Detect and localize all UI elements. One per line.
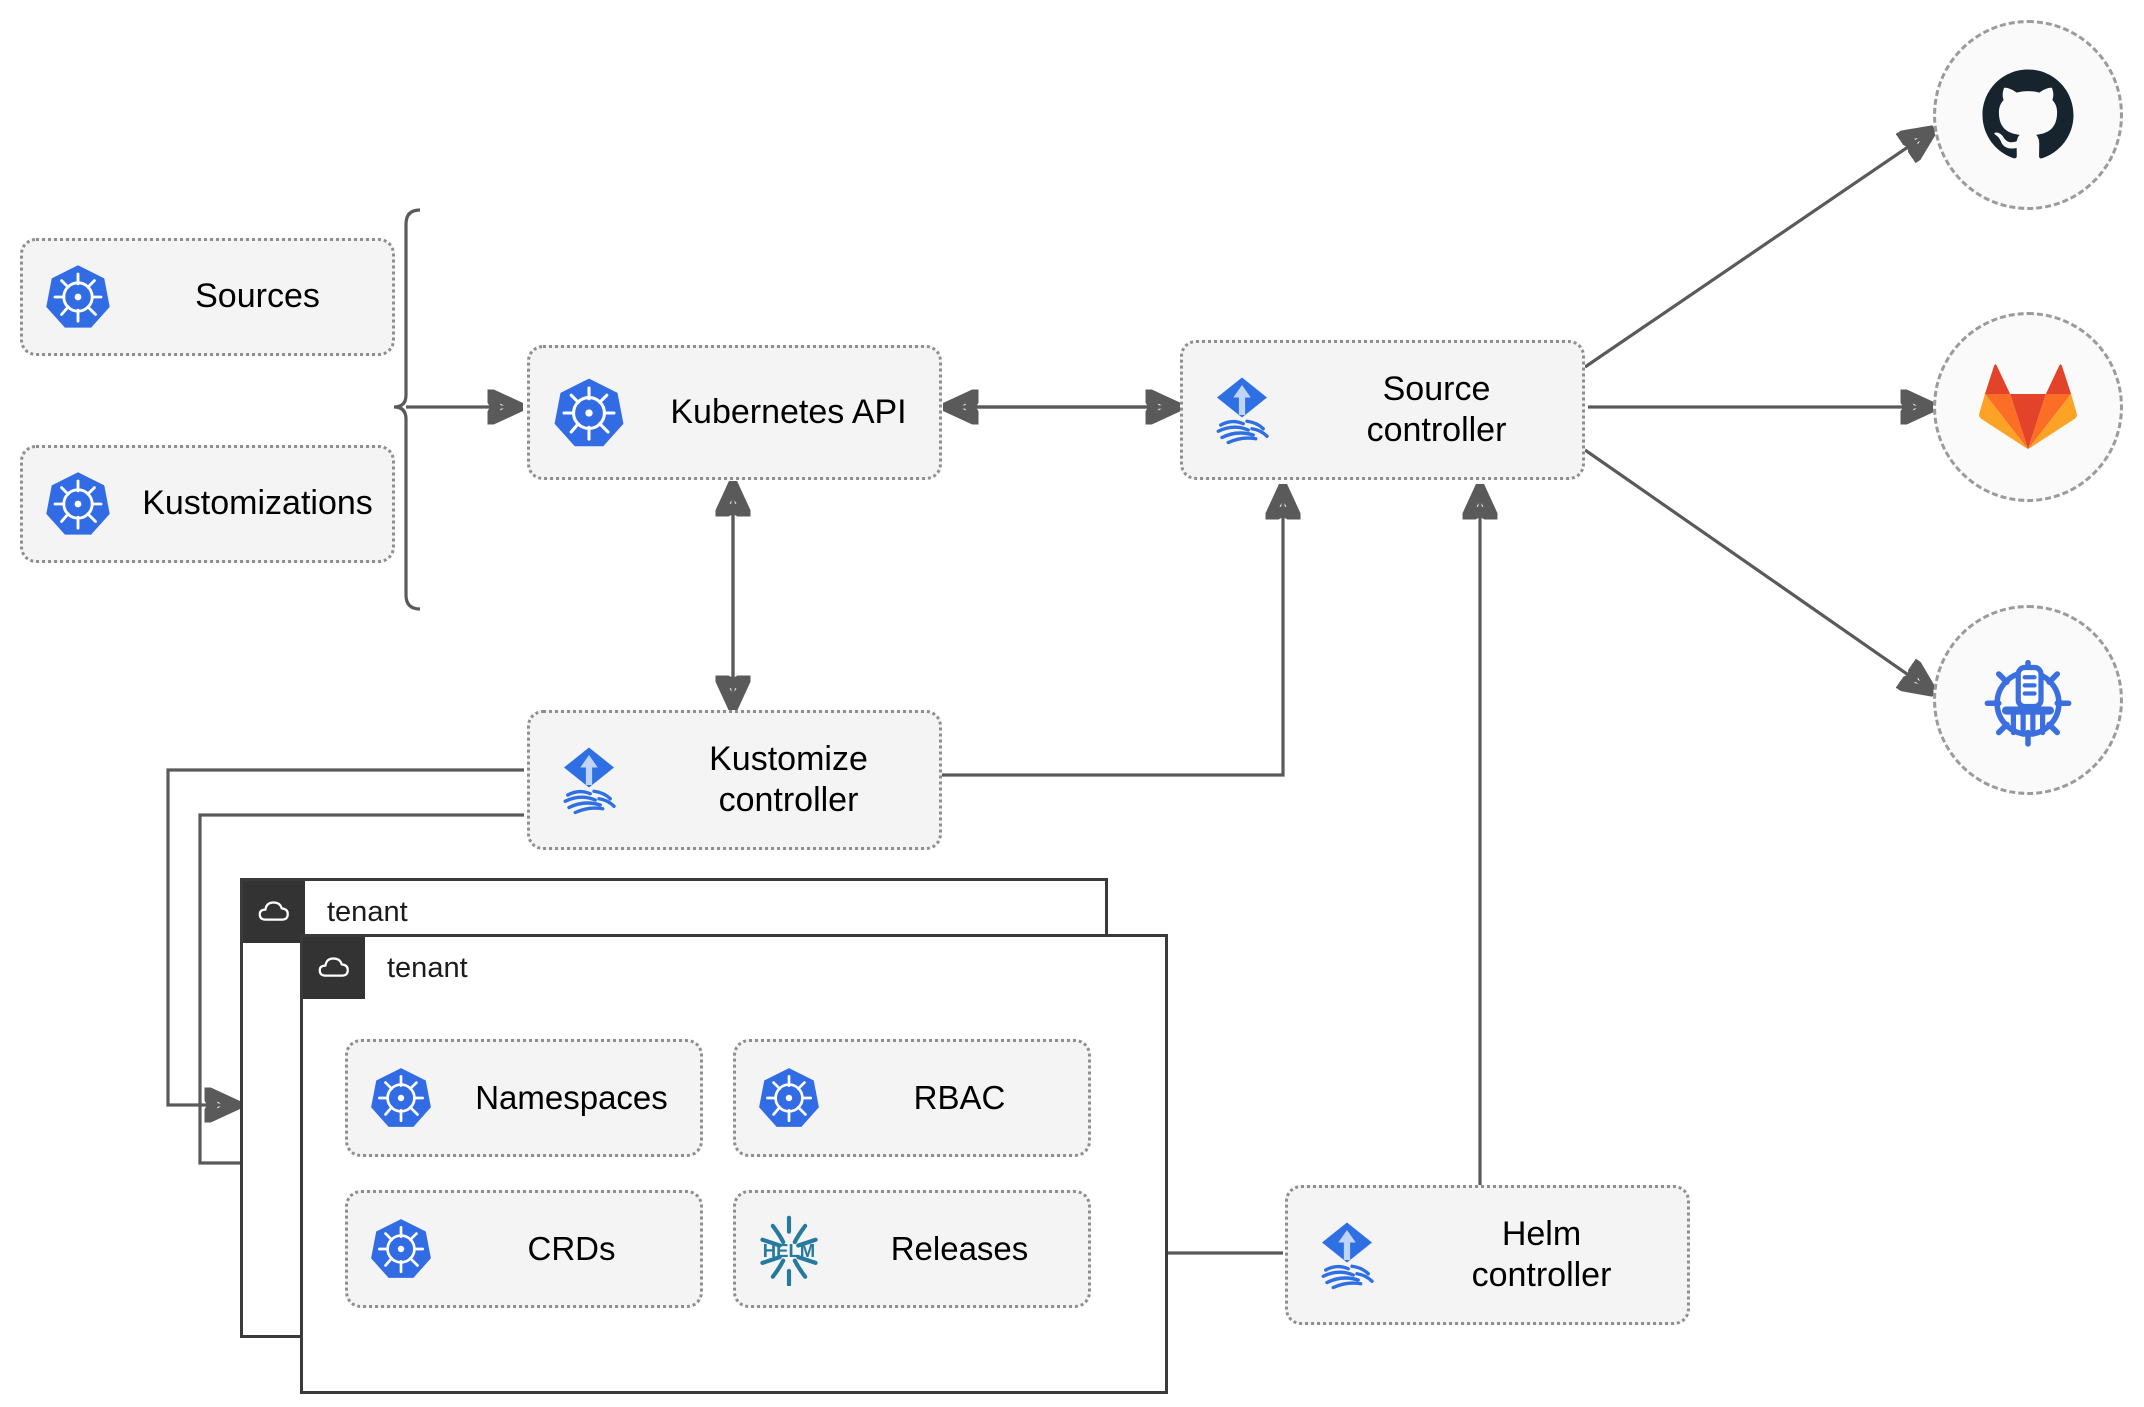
node-kustomize-controller[interactable]: Kustomize controller	[527, 710, 942, 850]
node-label: Helm controller	[1471, 1214, 1612, 1294]
helm-icon: HELM	[736, 1212, 841, 1286]
tenant-resource-releases[interactable]: HELM Releases	[733, 1190, 1091, 1308]
gitlab-icon	[1979, 364, 2077, 450]
flux-icon	[1288, 1215, 1406, 1295]
node-source-controller[interactable]: Source controller	[1180, 340, 1585, 480]
node-kubernetes-api[interactable]: Kubernetes API	[527, 345, 942, 480]
cloud-icon	[303, 937, 365, 999]
node-helm-controller[interactable]: Helm controller	[1285, 1185, 1690, 1325]
kubernetes-icon	[736, 1065, 841, 1131]
flux-icon	[1183, 370, 1301, 450]
tenant-header: tenant	[303, 937, 468, 999]
flux-icon	[530, 740, 648, 820]
tenant-resource-label: RBAC	[913, 1078, 1006, 1116]
kubernetes-icon	[23, 262, 133, 332]
resource-label: Sources	[195, 277, 320, 316]
endpoint-github[interactable]	[1933, 20, 2123, 210]
tenant-panel-front[interactable]: tenant Namespaces	[300, 934, 1168, 1394]
endpoint-gitlab[interactable]	[1933, 312, 2123, 502]
resource-box-sources[interactable]: Sources	[20, 238, 395, 356]
svg-text:HELM: HELM	[762, 1240, 814, 1261]
tenant-label: tenant	[387, 951, 468, 984]
tenant-header: tenant	[243, 881, 408, 943]
node-label: Kubernetes API	[670, 392, 907, 431]
tenant-label: tenant	[327, 895, 408, 928]
kubernetes-icon	[348, 1065, 453, 1131]
tenant-resource-crds[interactable]: CRDs	[345, 1190, 703, 1308]
cloud-icon	[243, 881, 305, 943]
tenant-resource-label: Releases	[890, 1229, 1029, 1267]
tenant-resource-namespaces[interactable]: Namespaces	[345, 1039, 703, 1157]
resource-label: Kustomizations	[142, 484, 373, 523]
node-label: Kustomize controller	[709, 739, 868, 819]
github-icon	[1982, 69, 2074, 159]
kubernetes-icon	[348, 1216, 453, 1282]
tenant-resource-rbac[interactable]: RBAC	[733, 1039, 1091, 1157]
tenant-resource-label: Namespaces	[475, 1078, 668, 1116]
kubernetes-icon	[23, 469, 133, 539]
tenant-resource-label: CRDs	[527, 1229, 616, 1267]
node-label: Source controller	[1366, 369, 1507, 449]
resource-box-kustomizations[interactable]: Kustomizations	[20, 445, 395, 563]
kubernetes-icon	[530, 375, 648, 451]
helm-repository-icon	[1984, 659, 2072, 747]
endpoint-bucket[interactable]	[1933, 605, 2123, 795]
